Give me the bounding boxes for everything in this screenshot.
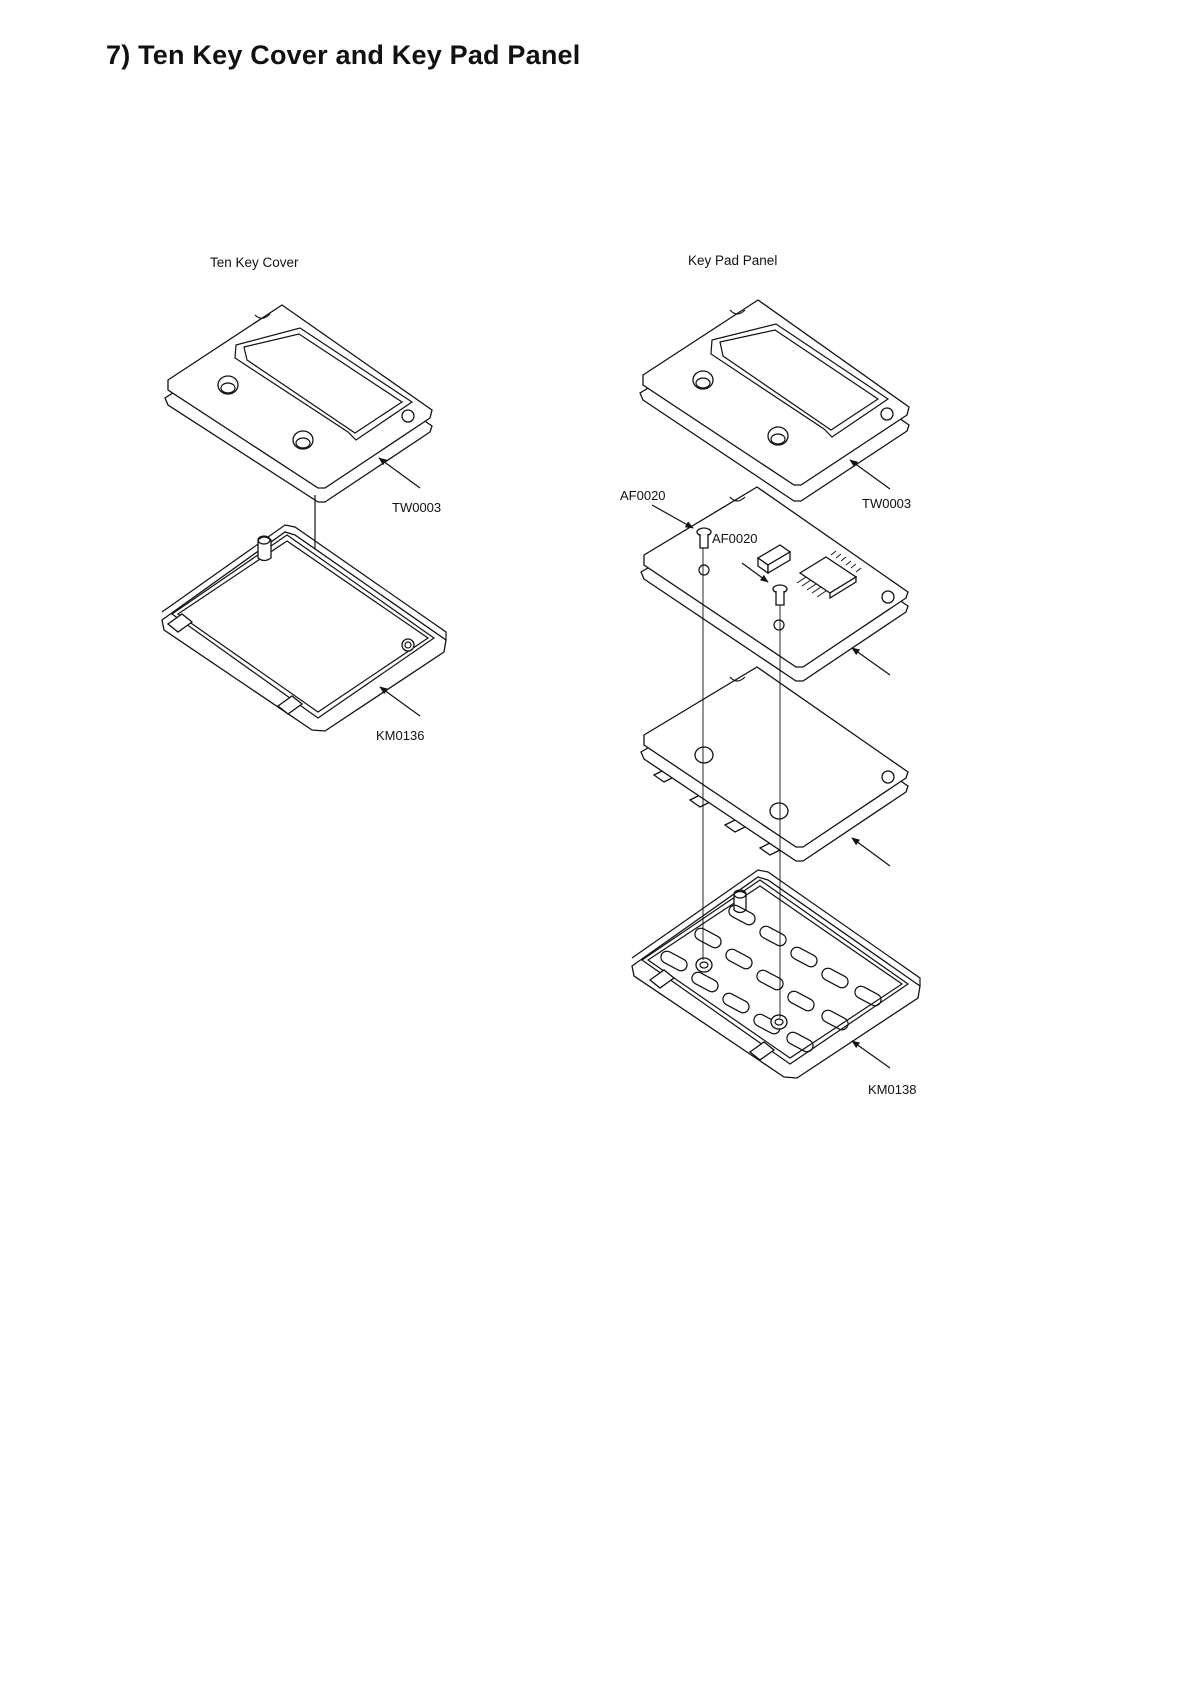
leader-af0020-a bbox=[651, 504, 694, 529]
leader-af0020-b bbox=[741, 562, 769, 583]
leader-tw0003-left bbox=[378, 457, 421, 489]
page-title: 7) Ten Key Cover and Key Pad Panel bbox=[106, 40, 581, 70]
leader-km0136 bbox=[379, 686, 421, 717]
label-af0020-b: AF0020 bbox=[712, 531, 758, 546]
section-title-key-pad-panel: Key Pad Panel bbox=[688, 253, 778, 268]
leader-tw0003-right bbox=[849, 459, 891, 490]
leader-pcb-board bbox=[851, 647, 891, 676]
key-pad-case-km0138 bbox=[631, 869, 921, 1079]
ten-key-cover-plate-tw0003-left bbox=[164, 304, 433, 503]
label-tw0003-right: TW0003 bbox=[862, 496, 911, 511]
pcb-board bbox=[640, 486, 909, 682]
label-tw0003-left: TW0003 bbox=[392, 500, 441, 515]
ten-key-case-km0136 bbox=[161, 524, 447, 732]
key-pad-plate-tw0003-right bbox=[639, 299, 910, 502]
section-title-ten-key-cover: Ten Key Cover bbox=[210, 255, 299, 270]
screw-af0020-right bbox=[772, 584, 788, 606]
rubber-key-sheet bbox=[640, 666, 909, 862]
leader-km0138 bbox=[851, 1040, 891, 1069]
label-km0136: KM0136 bbox=[376, 728, 424, 743]
label-af0020-a: AF0020 bbox=[620, 488, 666, 503]
label-km0138: KM0138 bbox=[868, 1082, 916, 1097]
screw-af0020-left bbox=[696, 527, 712, 549]
leader-rubber-key-sheet bbox=[851, 837, 891, 867]
